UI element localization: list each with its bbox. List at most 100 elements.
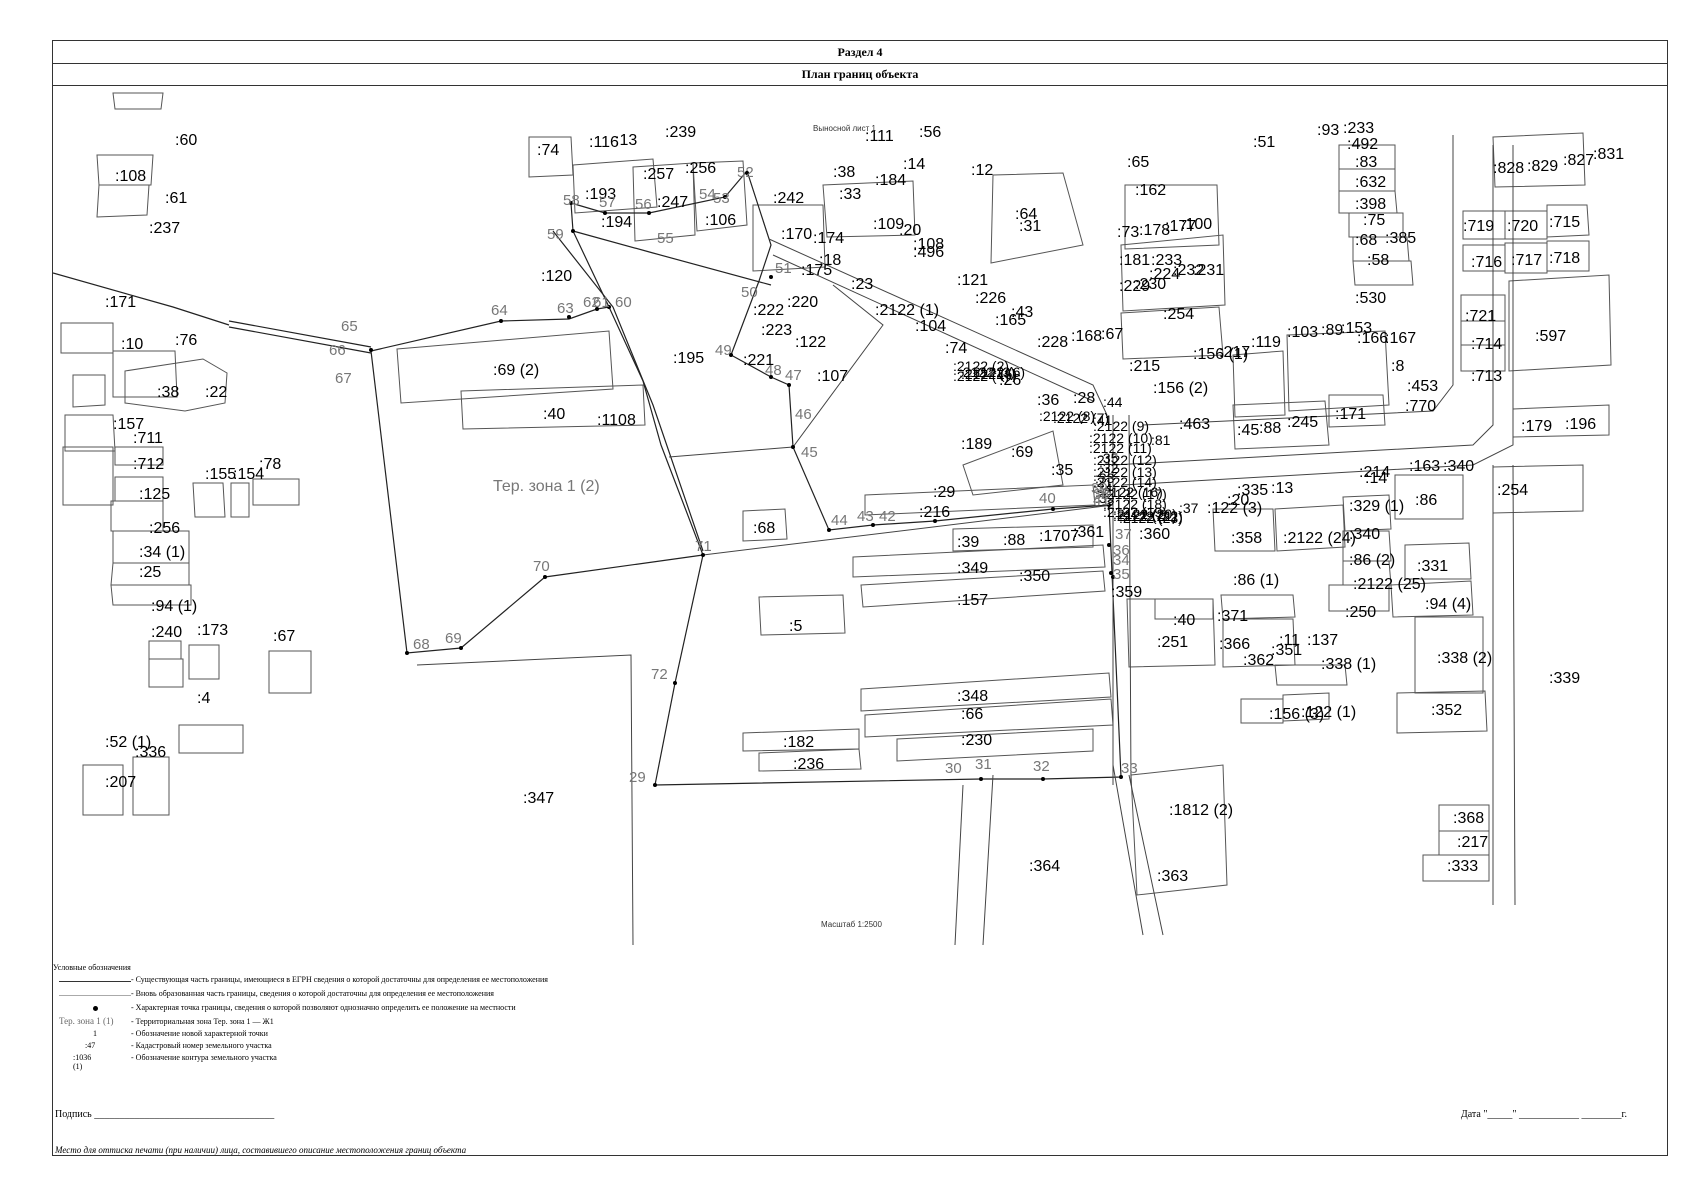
parcel-label: :107 — [817, 368, 848, 385]
parcel-label: :25 — [139, 564, 161, 581]
parcel-label: :237 — [149, 220, 180, 237]
parcel-label: :104 — [915, 318, 946, 335]
parcel-label: :359 — [1111, 584, 1142, 601]
parcel-label: :715 — [1549, 214, 1580, 231]
parcel-label: :1812 (2) — [1169, 802, 1233, 819]
parcel-label: :336 — [135, 744, 166, 761]
parcel-label: :250 — [1345, 604, 1376, 621]
parcel-outlines — [60, 92, 1612, 896]
dot-icon — [93, 1006, 98, 1011]
parcel-label: :14 — [1365, 470, 1387, 487]
parcel-label: :181 — [1119, 252, 1150, 269]
parcel-label: :492 — [1347, 136, 1378, 153]
legend: Условные обозначения - Существующая част… — [53, 963, 548, 1071]
parcel-label: :231 — [1193, 262, 1224, 279]
parcel-label: :222 — [753, 302, 784, 319]
parcel-label: :8 — [1391, 358, 1404, 375]
cluster-label: :2122 (4) — [953, 368, 1009, 384]
parcel-label: :22 — [205, 384, 227, 401]
parcel-label: :154 — [233, 466, 264, 483]
point-label: 47 — [785, 367, 802, 384]
thin-line-icon — [59, 995, 131, 996]
point-label: 57 — [599, 194, 616, 211]
parcel-label: :236 — [793, 756, 824, 773]
parcel-label: :1108 — [597, 412, 636, 429]
cluster-label: :2122 (9) — [1093, 418, 1149, 434]
parcel-label: :228 — [1037, 334, 1068, 351]
parcel-label: :86 — [1415, 492, 1437, 509]
boundary-points — [369, 171, 1123, 787]
parcel-label: :362 — [1243, 652, 1274, 669]
parcel-label: :335 — [1237, 482, 1268, 499]
point-label: 59 — [547, 226, 564, 243]
cluster-label: :2122 (5) — [961, 366, 1017, 382]
parcel-label: :331 — [1417, 558, 1448, 575]
parcel-label: :368 — [1453, 810, 1484, 827]
parcel-label: :163 — [1409, 458, 1440, 475]
cluster-label: :2122 (18) — [1103, 496, 1167, 512]
parcel-label: :40 — [543, 406, 565, 423]
parcel-label: :352 — [1431, 702, 1462, 719]
parcel-label: :233 — [1343, 120, 1374, 137]
parcel-label: :56 — [919, 124, 941, 141]
parcel-label: :74 — [945, 340, 967, 357]
parcel-label: :719 — [1463, 218, 1494, 235]
point-label: 42 — [879, 508, 896, 525]
parcel-label: :195 — [673, 350, 704, 367]
parcel-label: :242 — [773, 190, 804, 207]
cluster-label: :2122 (11) — [1089, 440, 1152, 456]
parcel-label: :530 — [1355, 290, 1386, 307]
parcel-label: :713 — [1471, 368, 1502, 385]
parcel-label: :230 — [961, 732, 992, 749]
parcel-label: :75 — [1363, 212, 1385, 229]
parcel-label: :712 — [133, 456, 164, 473]
point-label: 48 — [765, 362, 782, 379]
parcel-label: :94 (4) — [1425, 596, 1471, 613]
parcel-label: :229 — [1119, 278, 1150, 295]
section-title: Раздел 4 — [53, 41, 1667, 64]
parcel-label: :174 — [813, 230, 844, 247]
cluster-label: :33 — [1095, 470, 1115, 486]
parcel-label: :65 — [1127, 154, 1149, 171]
point-label: 31 — [975, 756, 992, 773]
parcel-label: :179 — [1521, 418, 1552, 435]
point-label: 44 — [831, 512, 848, 529]
parcel-label: :223 — [761, 322, 792, 339]
parcel-label: :125 — [139, 486, 170, 503]
point-label: 64 — [491, 302, 508, 319]
parcel-label: :254 — [1163, 306, 1194, 323]
point-label: 33 — [1121, 760, 1138, 777]
parcel-label: :329 (1) — [1349, 498, 1404, 515]
parcel-label: :67 — [273, 628, 295, 645]
parcel-label: :350 — [1019, 568, 1050, 585]
parcel-label: :43 — [1011, 304, 1033, 321]
cluster-label: :32 — [1099, 460, 1119, 476]
parcel-label: :122 — [795, 334, 826, 351]
point-label: 72 — [651, 666, 668, 683]
parcel-label: :38 — [157, 384, 179, 401]
point-label: 29 — [629, 769, 646, 786]
parcel-label: :18 — [819, 252, 841, 269]
stamp-note: Место для оттиска печати (при наличии) л… — [55, 1145, 467, 1155]
parcel-label: :67 — [1101, 326, 1123, 343]
parcel-label: :175 — [801, 262, 832, 279]
parcel-label: :398 — [1355, 196, 1386, 213]
parcel-label: :93 — [1317, 122, 1339, 139]
parcel-label: :121 — [957, 272, 988, 289]
point-label: 66 — [329, 342, 346, 359]
parcel-label: :221 — [743, 352, 774, 369]
parcel-label: :360 — [1139, 526, 1170, 543]
parcel-label: :20 — [1227, 492, 1249, 509]
parcel-label: :61 — [165, 190, 187, 207]
parcel-label: :364 — [1029, 858, 1060, 875]
parcel-label: :78 — [259, 456, 281, 473]
parcel-label: :831 — [1593, 146, 1624, 163]
cluster-label: :2122 (21) — [1113, 508, 1177, 524]
cluster-label: :2122 (8) — [1039, 408, 1095, 424]
parcel-label: :597 — [1535, 328, 1566, 345]
cluster-label: :2122 (20) — [1113, 506, 1177, 522]
parcel-label: :40 — [1173, 612, 1195, 629]
parcel-label: :496 — [913, 244, 944, 261]
point-label: 38 — [1093, 486, 1110, 503]
parcel-label: :207 — [105, 774, 136, 791]
